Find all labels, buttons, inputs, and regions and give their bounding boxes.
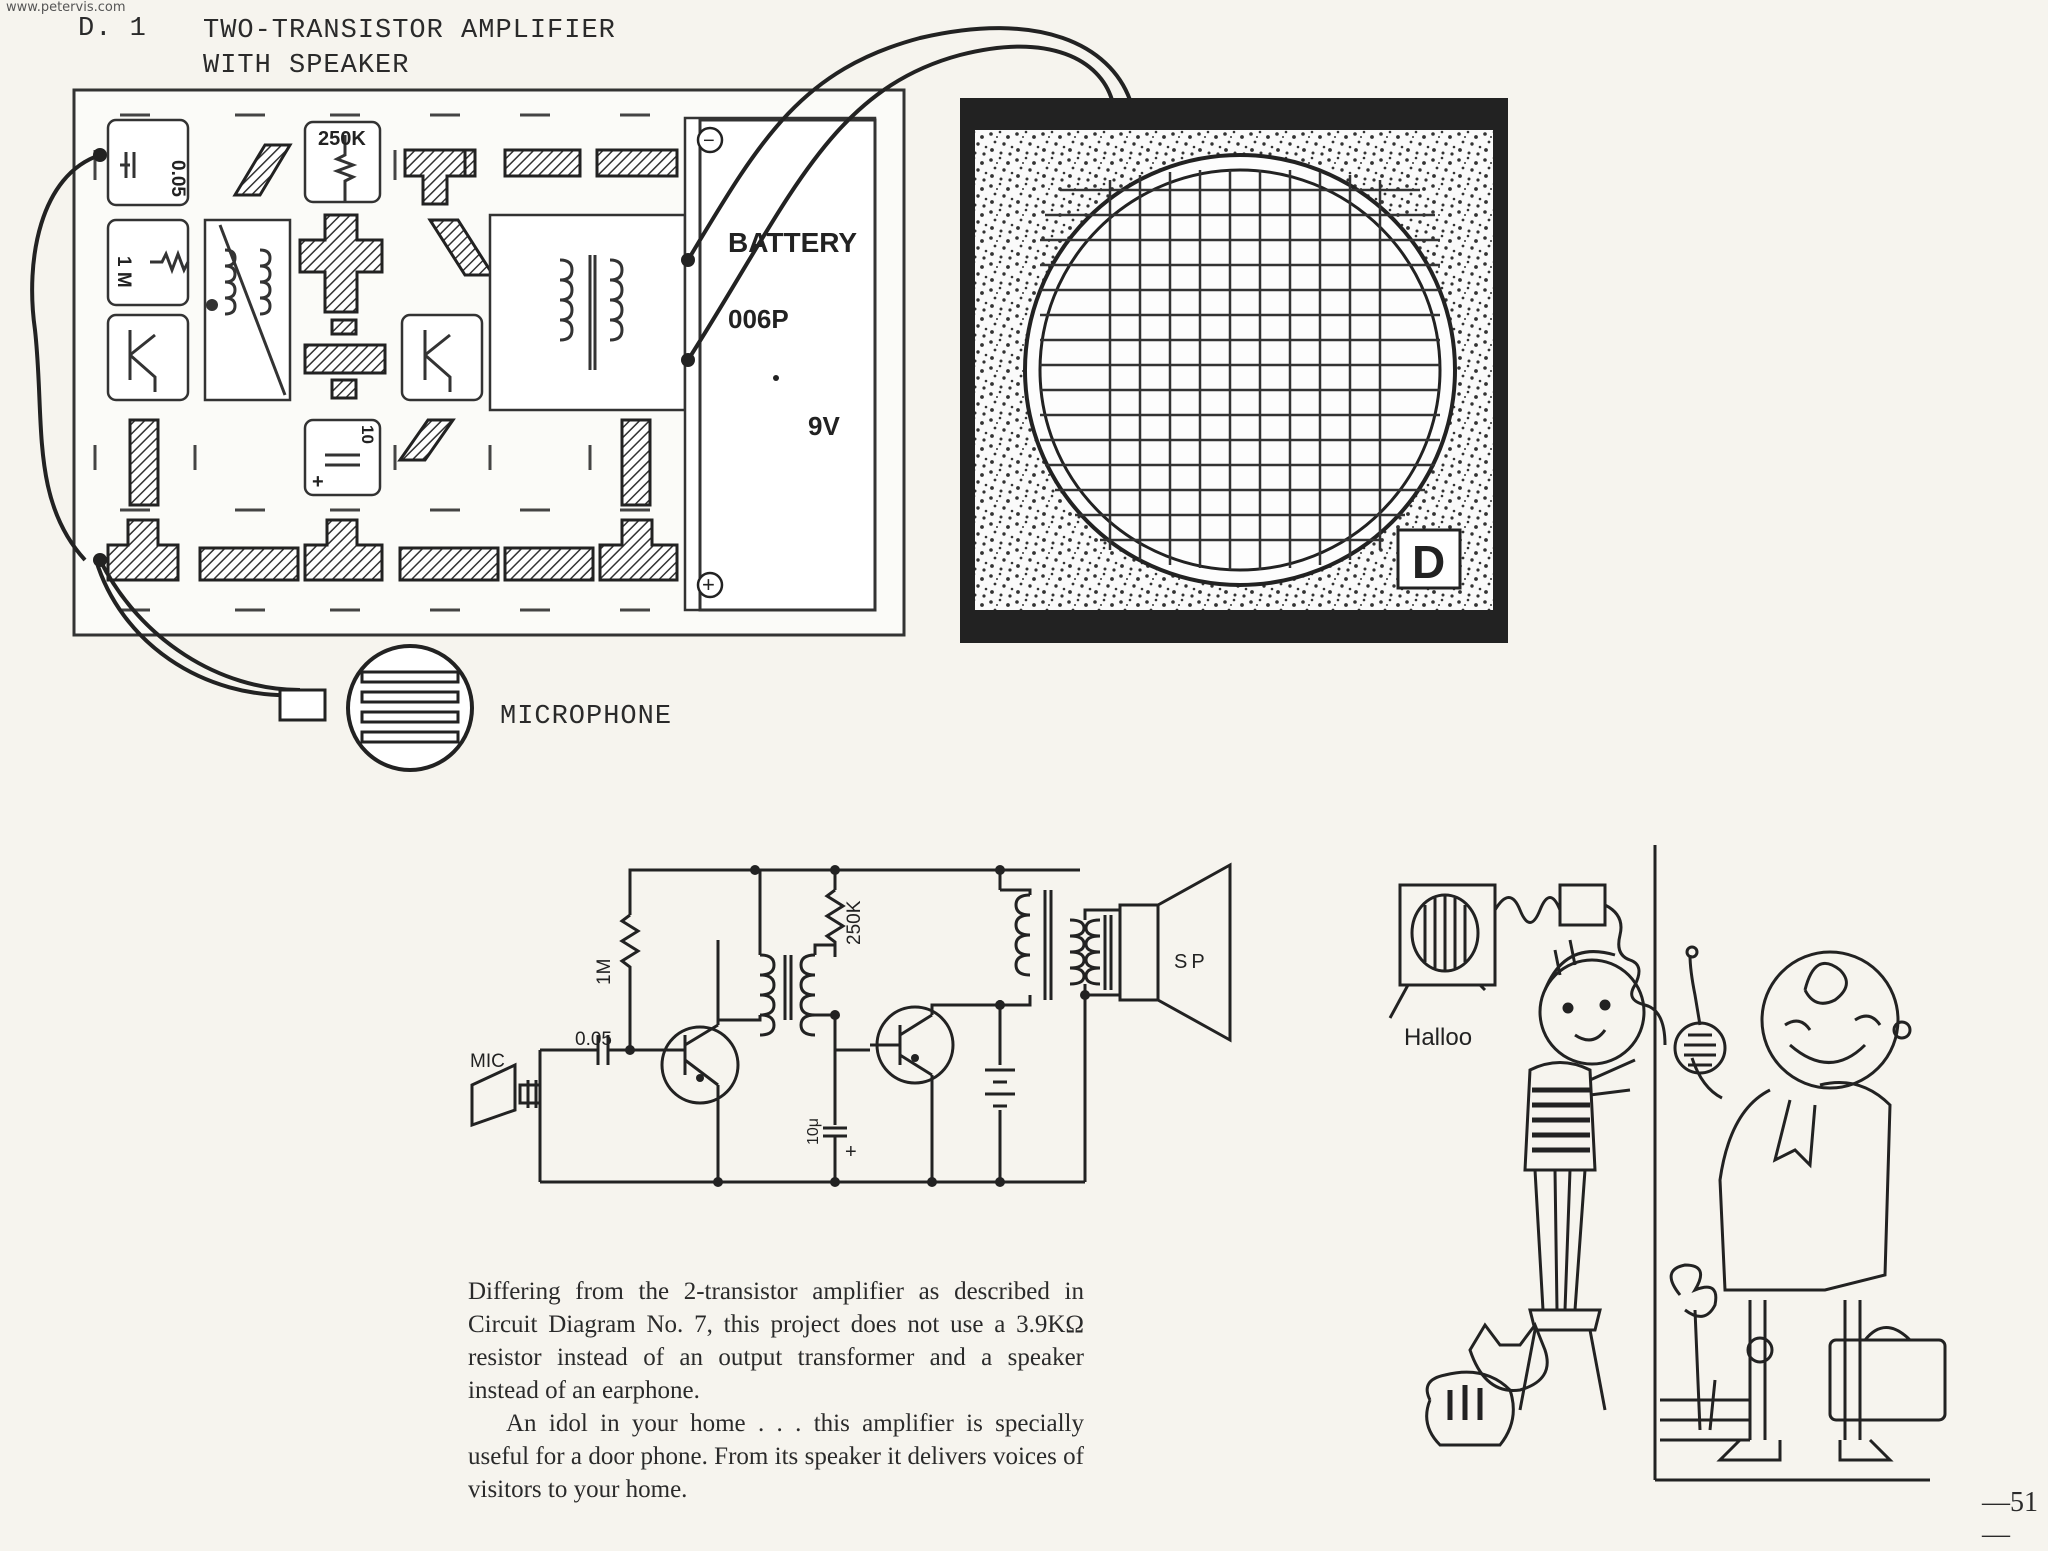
resistor-250k-symbol bbox=[824, 888, 846, 957]
transformer-1-secondary bbox=[799, 953, 816, 1037]
transformer-2-primary bbox=[1014, 893, 1031, 977]
speaker-symbol bbox=[1118, 903, 1160, 1002]
microphone-label: MICROPHONE bbox=[500, 702, 673, 732]
briefcase-icon bbox=[1828, 1338, 1947, 1422]
schematic-mic-label: MIC bbox=[470, 1051, 505, 1072]
transistor-1-symbol bbox=[660, 1025, 740, 1105]
speaker-icon: D bbox=[960, 98, 1508, 643]
board-r1-label: 1 M bbox=[113, 256, 134, 288]
boy-head bbox=[1538, 958, 1646, 1066]
wall-speaker-icon bbox=[1398, 883, 1497, 987]
board-grid-marks bbox=[93, 113, 650, 612]
battery-compartment bbox=[683, 116, 877, 612]
board-r2-label: 250K bbox=[318, 128, 366, 150]
speaker-logo: D bbox=[1412, 536, 1445, 588]
electrolytic-capacitor-component bbox=[303, 418, 382, 497]
title-line-2: WITH SPEAKER bbox=[203, 51, 410, 81]
battery-model-label: 006P bbox=[728, 304, 789, 334]
transformer-2-secondary bbox=[1069, 918, 1086, 986]
capacitor-component bbox=[106, 118, 190, 207]
schematic-r2-label: 250K bbox=[844, 900, 865, 945]
schematic-r1-label: 1M bbox=[594, 959, 615, 985]
description-paragraph-1: Differing from the 2-transistor amplifie… bbox=[468, 1278, 1084, 1404]
cat-icon bbox=[1468, 1321, 1549, 1392]
connection-wires bbox=[30, 26, 1132, 698]
battery-name-label: BATTERY bbox=[728, 227, 857, 258]
title-line-1: TWO-TRANSISTOR AMPLIFIER bbox=[203, 16, 616, 46]
door-phone-cartoon: Halloo bbox=[1388, 845, 1947, 1482]
project-title: TWO-TRANSISTOR AMPLIFIER WITH SPEAKER bbox=[203, 14, 616, 84]
transformer-1-primary bbox=[759, 953, 776, 1037]
board-c2-label: 10 bbox=[358, 425, 377, 444]
schematic-cap-label: 0.05 bbox=[575, 1029, 612, 1050]
man-head bbox=[1760, 950, 1900, 1090]
kit-layout-illustration: 0.05 1 M 250K 10 + BATTERY 006P 9V − + bbox=[30, 26, 1508, 772]
description-paragraph-2: An idol in your home . . . this amplifie… bbox=[468, 1410, 1084, 1503]
battery-pos-sign: + bbox=[702, 572, 715, 597]
mic-symbol bbox=[470, 1062, 517, 1128]
battery-voltage-label: 9V bbox=[808, 411, 840, 441]
page-number: —51— bbox=[1982, 1487, 2038, 1550]
battery-negative-terminal-icon bbox=[696, 126, 724, 154]
board-conductors bbox=[106, 143, 679, 582]
transistor-1-component bbox=[106, 313, 190, 402]
transistor-2-component bbox=[400, 313, 484, 402]
project-number: D. 1 bbox=[78, 14, 147, 44]
description-text: Differing from the 2-transistor amplifie… bbox=[468, 1275, 1084, 1506]
source-watermark: www.petervis.com bbox=[6, 0, 126, 15]
schematic-c2-plus: + bbox=[845, 1141, 857, 1163]
schematic-sp-label: SP bbox=[1174, 951, 1209, 973]
output-transformer bbox=[488, 213, 687, 412]
halloo-speech-label: Halloo bbox=[1404, 1024, 1472, 1051]
resistor-1m-symbol bbox=[619, 913, 641, 1007]
schematic-c2-label: 10μ bbox=[805, 1118, 822, 1145]
battery-positive-terminal-icon bbox=[696, 571, 724, 599]
board-cap-label: 0.05 bbox=[167, 160, 188, 197]
board-plus-label: + bbox=[312, 471, 324, 493]
circuit-schematic: MIC 0.05 1M 250K 10μ + SP bbox=[470, 862, 1232, 1187]
battery-neg-sign: − bbox=[703, 130, 715, 152]
microphone-icon bbox=[278, 644, 474, 772]
